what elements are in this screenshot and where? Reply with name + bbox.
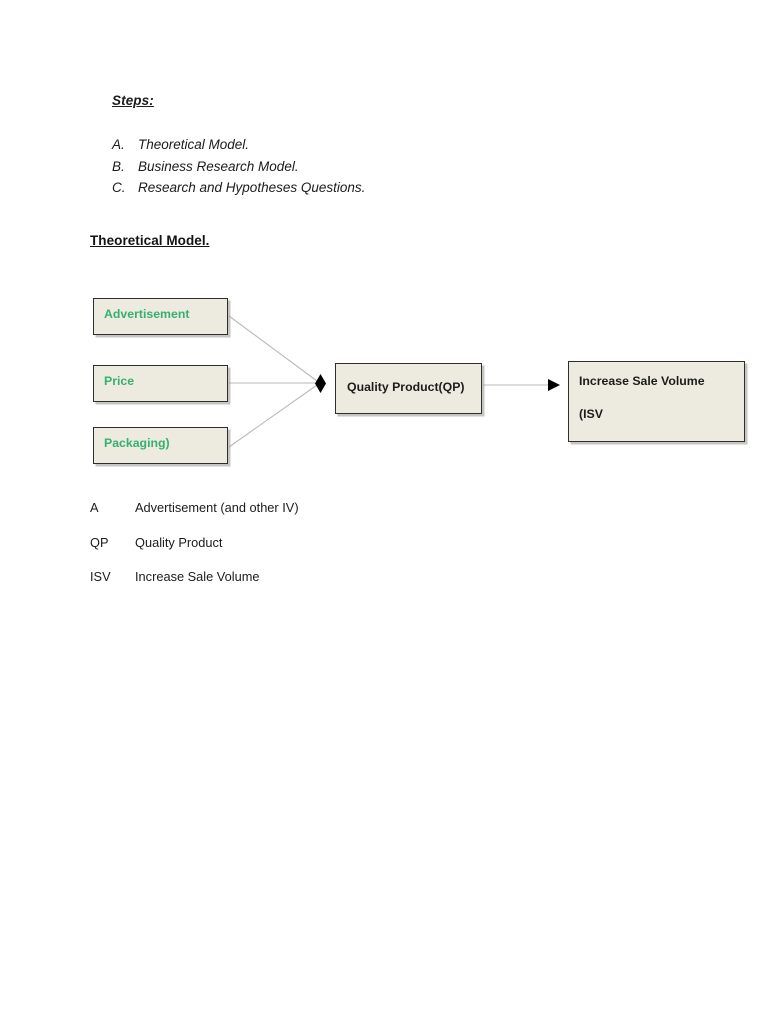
section-heading-theoretical-model: Theoretical Model. xyxy=(90,233,210,248)
list-item-marker: A. xyxy=(112,137,125,152)
connector-packaging xyxy=(228,384,318,448)
node-increase-sale-volume: Increase Sale Volume (ISV xyxy=(568,361,745,442)
legend-description: Increase Sale Volume xyxy=(135,569,260,584)
list-item: C. Research and Hypotheses Questions. xyxy=(112,177,532,199)
node-quality-product: Quality Product(QP) xyxy=(335,363,482,414)
steps-heading: Steps: xyxy=(112,93,154,108)
node-price: Price xyxy=(93,365,228,402)
node-packaging: Packaging) xyxy=(93,427,228,464)
arrowhead-icon xyxy=(548,379,560,391)
legend-row: QP Quality Product xyxy=(90,534,490,569)
abbreviation-legend: A Advertisement (and other IV) QP Qualit… xyxy=(90,499,490,603)
list-item-marker: B. xyxy=(112,158,125,174)
node-advertisement: Advertisement xyxy=(93,298,228,335)
steps-list: A. Theoretical Model. B. Business Resear… xyxy=(112,134,532,199)
legend-abbreviation: A xyxy=(90,500,99,515)
list-item: A. Theoretical Model. xyxy=(112,134,532,156)
list-item: B. Business Research Model. xyxy=(112,156,532,178)
legend-description: Quality Product xyxy=(135,534,223,550)
connector-advertisement xyxy=(228,315,318,382)
legend-row: ISV Increase Sale Volume xyxy=(90,568,490,603)
node-isv-line2: (ISV xyxy=(579,407,603,421)
list-item-label: Research and Hypotheses Questions. xyxy=(138,180,366,195)
node-isv-line1: Increase Sale Volume xyxy=(579,374,705,388)
list-item-marker: C. xyxy=(112,180,126,195)
legend-abbreviation: QP xyxy=(90,534,109,550)
diamond-arrowhead-icon xyxy=(315,374,326,393)
list-item-label: Business Research Model. xyxy=(138,158,299,174)
list-item-label: Theoretical Model. xyxy=(138,137,250,152)
legend-abbreviation: ISV xyxy=(90,569,111,584)
legend-row: A Advertisement (and other IV) xyxy=(90,499,490,534)
legend-description: Advertisement (and other IV) xyxy=(135,500,299,515)
